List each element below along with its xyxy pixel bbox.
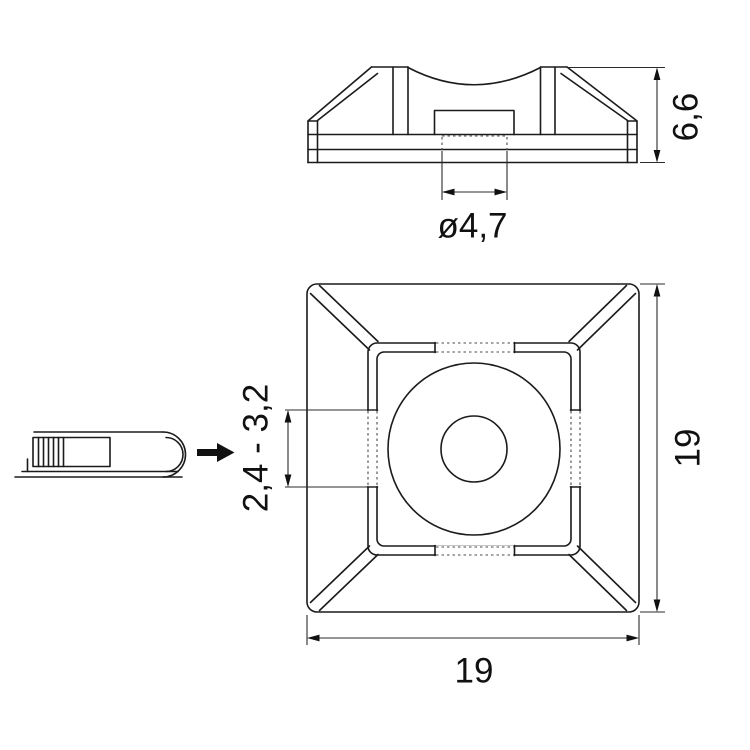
right-chamfer: [566, 66, 638, 122]
mount-hole-circle: [440, 415, 508, 483]
top-view: 19 19 2,4 - 3,2: [237, 283, 708, 691]
inner-frame-square: [376, 351, 572, 547]
tie-serration-block: [32, 436, 111, 468]
dimension-depth: 19: [640, 283, 708, 613]
front-view: 6,6 ø4,7: [307, 66, 706, 246]
hidden-hole-lines: [441, 135, 508, 150]
arrowhead-up: [653, 284, 661, 297]
insert-direction-arrow-icon: [197, 443, 235, 462]
dimension-hole-diameter: ø4,7: [437, 151, 508, 246]
front-view-outline: [307, 66, 638, 164]
cable-tie-illustration: [14, 431, 187, 478]
slot-dim-label: 2,4 - 3,2: [237, 384, 276, 512]
tie-channel-hidden-edges: [366, 341, 582, 557]
left-chamfer: [307, 66, 373, 122]
arrowhead-up: [284, 410, 292, 423]
dimension-width: 19: [306, 615, 640, 691]
outer-square: [306, 283, 640, 613]
arrowhead-right: [626, 634, 639, 642]
width-dim-label: 19: [455, 652, 494, 691]
inner-square: [367, 342, 581, 556]
arrowhead-down: [653, 599, 661, 612]
arrowhead-up: [653, 67, 661, 80]
arrowhead-right: [494, 188, 507, 196]
arrowhead-down: [284, 474, 292, 487]
tie-channel-ticks: [366, 341, 582, 557]
dimension-slot-width: 2,4 - 3,2: [237, 384, 377, 512]
arrowhead-left: [307, 634, 320, 642]
adhesive-pad-circle: [387, 362, 561, 536]
hole-dim-label: ø4,7: [437, 207, 507, 246]
depth-dim-label: 19: [669, 429, 708, 468]
arrowhead-down: [653, 150, 661, 163]
height-dim-label: 6,6: [667, 93, 706, 142]
arrowhead-left: [442, 188, 455, 196]
dimension-height: 6,6: [567, 66, 706, 164]
corner-chamfer-lines: [309, 284, 637, 612]
tie-serrations: [37, 436, 65, 468]
channel-opening: [433, 109, 515, 136]
tie-rounded-tip: [162, 431, 187, 478]
saddle-curve: [407, 66, 542, 86]
